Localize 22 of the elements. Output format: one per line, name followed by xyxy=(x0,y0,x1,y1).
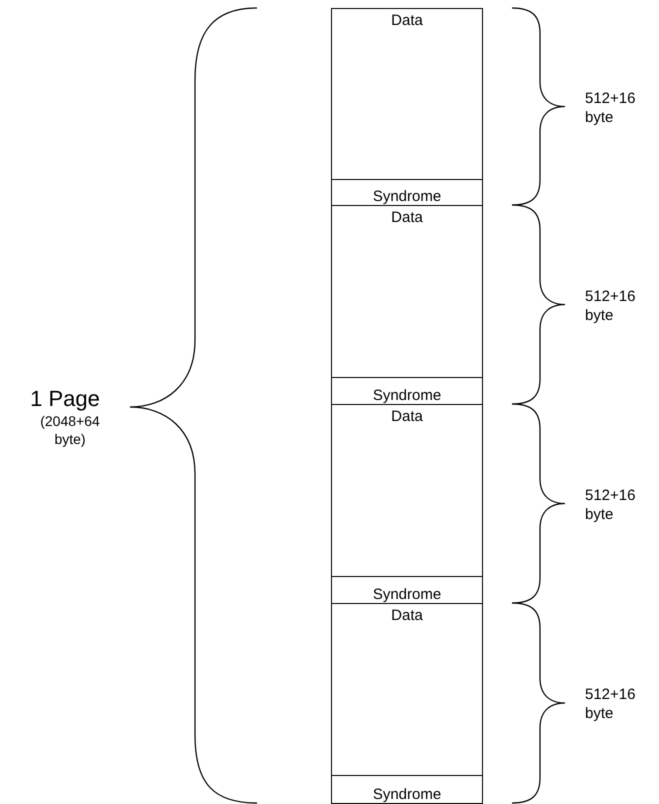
syndrome-segment xyxy=(331,576,483,604)
data-segment xyxy=(331,404,483,577)
segment-label: Syndrome xyxy=(372,786,442,803)
segment-label: Data xyxy=(390,12,424,29)
data-segment xyxy=(331,8,483,180)
size-label: 512+16 byte xyxy=(584,88,636,126)
segment-label: Syndrome xyxy=(372,586,442,603)
syndrome-segment xyxy=(331,179,483,206)
syndrome-segment xyxy=(331,377,483,405)
segment-label: Data xyxy=(390,607,424,624)
segment-label: Syndrome xyxy=(372,387,442,404)
page-label: 1 Page xyxy=(29,386,101,412)
size-label: 512+16 byte xyxy=(584,286,636,324)
segment-label: Data xyxy=(390,209,424,226)
syndrome-segment xyxy=(331,775,483,804)
data-segment xyxy=(331,603,483,776)
segment-label: Data xyxy=(390,408,424,425)
segment-label: Syndrome xyxy=(372,188,442,205)
size-label: 512+16 byte xyxy=(584,685,636,723)
size-label: 512+16 byte xyxy=(584,486,636,524)
size-label: (2048+64 byte) xyxy=(39,412,101,448)
data-segment xyxy=(331,205,483,378)
